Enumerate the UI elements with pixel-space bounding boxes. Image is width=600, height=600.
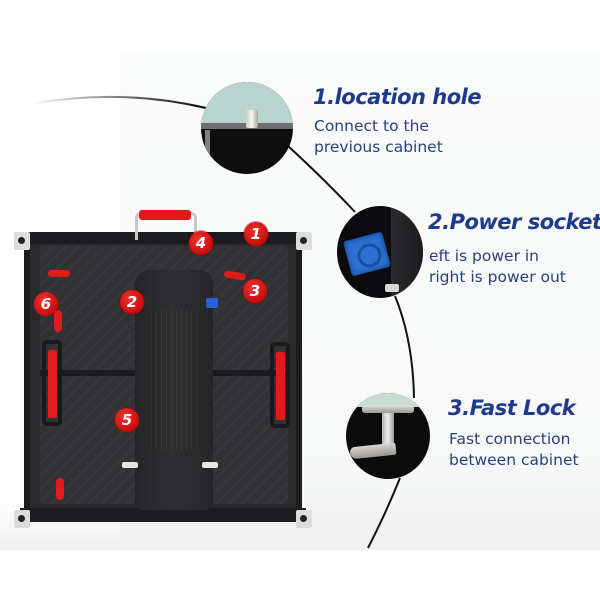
feature-2-title: 2.Power socket bbox=[428, 210, 600, 234]
badge-5: 5 bbox=[115, 408, 139, 432]
top-handle-grip bbox=[139, 210, 191, 220]
fast-lock-closeup-icon bbox=[346, 393, 430, 479]
power-socket bbox=[206, 298, 218, 308]
feature-1-desc-line-1: Connect to the bbox=[314, 117, 429, 135]
feature-3-desc-line-1: Fast connection bbox=[449, 430, 571, 448]
led-cabinet-rear-image: 1 2 3 4 5 6 bbox=[12, 210, 316, 536]
feature-3-desc-line-2: between cabinet bbox=[449, 451, 579, 469]
lock-lever bbox=[48, 270, 70, 277]
feature-1-desc-line-2: previous cabinet bbox=[314, 138, 443, 156]
left-side-handle bbox=[48, 350, 57, 418]
badge-4: 4 bbox=[189, 231, 213, 255]
location-hole-closeup-icon bbox=[201, 82, 293, 174]
right-side-handle bbox=[276, 352, 285, 420]
corner-bracket bbox=[296, 510, 312, 528]
corner-bracket bbox=[14, 510, 30, 528]
lock-lever bbox=[54, 310, 62, 332]
feature-2-desc-line-1: eft is power in bbox=[429, 247, 539, 265]
badge-3: 3 bbox=[243, 279, 267, 303]
badge-1: 1 bbox=[244, 222, 268, 246]
corner-bracket bbox=[14, 232, 30, 250]
cabinet-center-spine bbox=[135, 270, 213, 510]
feature-2-desc-line-2: right is power out bbox=[429, 268, 566, 286]
badge-2: 2 bbox=[120, 290, 144, 314]
badge-6: 6 bbox=[34, 292, 58, 316]
feature-1-title: 1.location hole bbox=[313, 85, 482, 109]
feature-3-title: 3.Fast Lock bbox=[448, 396, 576, 420]
power-socket-closeup-icon bbox=[337, 206, 423, 298]
corner-bracket bbox=[296, 232, 312, 250]
lock-lever bbox=[56, 478, 64, 500]
